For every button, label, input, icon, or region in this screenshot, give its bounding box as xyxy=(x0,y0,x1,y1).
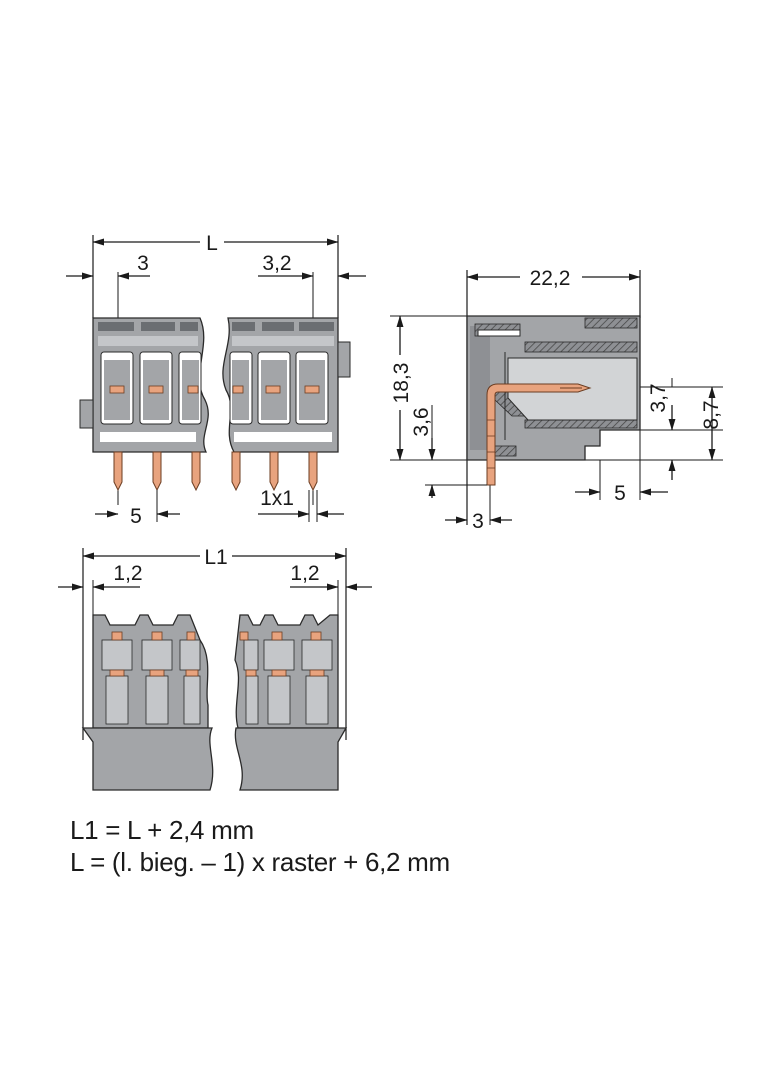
dim-offset-1-2-left: 1,2 xyxy=(113,562,142,585)
side-view: 22,2 18,3 3,6 3,7 8,7 5 3 xyxy=(390,267,723,533)
dim-height-18-3: 18,3 xyxy=(390,363,413,404)
dim-L1: L1 xyxy=(204,546,227,569)
dim-pin-1x1: 1x1 xyxy=(260,487,294,510)
dim-L: L xyxy=(206,232,218,255)
dim-pitch-3: 3 xyxy=(137,252,149,275)
bottom-base-right xyxy=(234,727,348,791)
dim-height-8-7: 8,7 xyxy=(700,400,723,429)
side-contact-pin xyxy=(486,383,592,486)
front-pins xyxy=(113,451,318,492)
formula-L: L = (l. bieg. – 1) x raster + 6,2 mm xyxy=(70,847,450,877)
dim-height-3-7: 3,7 xyxy=(647,383,670,412)
dim-offset-1-2-right: 1,2 xyxy=(290,562,319,585)
dim-height-3-6: 3,6 xyxy=(410,407,433,436)
front-view: L 3 3,2 5 1x1 xyxy=(66,232,366,528)
dim-offset-3: 3 xyxy=(472,510,484,533)
dim-pitch-5: 5 xyxy=(130,505,142,528)
dim-pitch-3-2: 3,2 xyxy=(262,252,291,275)
dim-width-22-2: 22,2 xyxy=(530,267,571,290)
bottom-base-left xyxy=(81,727,214,791)
dim-offset-5: 5 xyxy=(614,482,626,505)
formula-L1: L1 = L + 2,4 mm xyxy=(70,815,254,845)
bottom-view: L1 1,2 1,2 xyxy=(58,546,372,791)
